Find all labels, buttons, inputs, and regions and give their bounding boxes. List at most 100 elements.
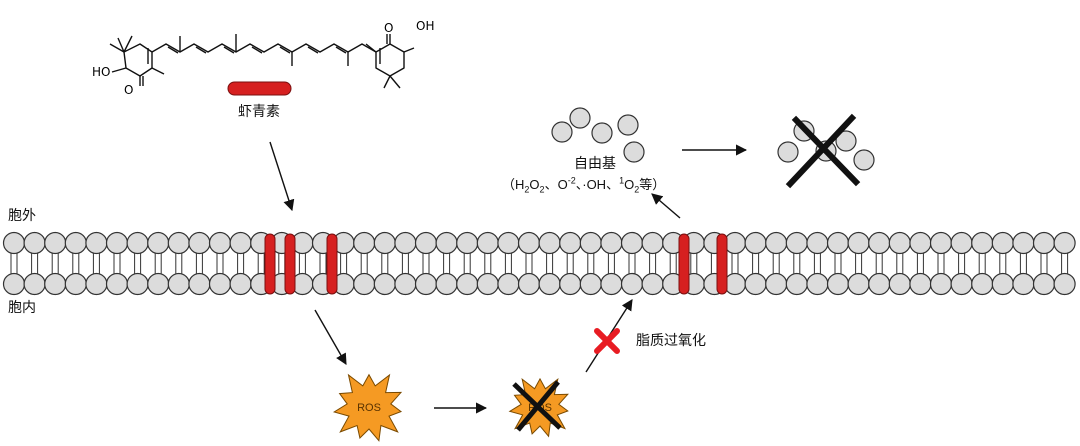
lipid-head xyxy=(1012,231,1035,255)
lipid-head xyxy=(826,231,850,255)
lipid-head xyxy=(394,231,417,255)
lipid-head xyxy=(373,231,396,255)
lipid-head xyxy=(723,231,747,255)
lipid-head xyxy=(208,272,232,296)
embedded-astaxanthin xyxy=(284,233,296,295)
lipid-head xyxy=(785,231,808,255)
lipid-head xyxy=(476,231,499,255)
lipid-head xyxy=(971,231,994,255)
lipid-head xyxy=(600,231,623,255)
lipid-head xyxy=(414,272,438,296)
lipid-head xyxy=(208,231,232,255)
lipid-head xyxy=(579,231,602,255)
lipid-head xyxy=(744,231,767,255)
lipid-head xyxy=(435,231,458,255)
embedded-astaxanthin xyxy=(716,233,728,295)
lipid-head xyxy=(765,272,788,296)
lipid-head xyxy=(456,272,479,296)
lipid-head xyxy=(1053,272,1076,296)
embedded-astaxanthin xyxy=(326,233,338,295)
lipid-head xyxy=(517,231,541,255)
intracellular-label: 胞内 xyxy=(8,300,36,316)
astaxanthin-structure xyxy=(109,34,415,89)
oxygen-right-label: O xyxy=(384,21,393,35)
lipid-head xyxy=(929,231,953,255)
lipid-head xyxy=(538,272,561,296)
lipid-head xyxy=(1012,272,1035,296)
arrow-membrane-to-ros xyxy=(314,309,347,365)
cleared-x-stroke-1 xyxy=(791,115,861,187)
lipid-head xyxy=(826,272,850,296)
arrow-astaxanthin-to-membrane xyxy=(269,141,295,212)
lipid-head xyxy=(744,272,767,296)
embedded-astaxanthin xyxy=(264,233,276,295)
lipid-head xyxy=(229,231,252,255)
lipid-head xyxy=(147,272,170,296)
lipid-head xyxy=(167,272,190,296)
lipid-head xyxy=(641,231,664,255)
lipid-bilayer xyxy=(2,231,1076,296)
lipid-head xyxy=(517,272,541,296)
lipid-head xyxy=(868,272,891,296)
lipid-head xyxy=(765,231,788,255)
lipid-head xyxy=(888,272,911,296)
lipid-head xyxy=(2,272,26,296)
lipid-head xyxy=(950,272,973,296)
free-radical-species: （H2O2、O-2、·OH、1O2等） xyxy=(502,175,666,195)
lipid-head xyxy=(579,272,602,296)
extracellular-label: 胞外 xyxy=(8,208,36,224)
embedded-astaxanthin xyxy=(678,233,690,295)
lipid-head xyxy=(600,272,623,296)
lipid-head xyxy=(105,231,129,255)
lipid-head xyxy=(353,231,376,255)
lipid-head xyxy=(847,231,870,255)
lipid-head xyxy=(394,272,417,296)
lipid-head xyxy=(126,272,149,296)
lipid-head xyxy=(414,231,438,255)
lipid-head xyxy=(85,272,108,296)
lipid-head xyxy=(64,231,87,255)
lipid-head xyxy=(497,231,520,255)
lipid-head xyxy=(373,272,396,296)
lipid-head xyxy=(23,272,46,296)
lipid-head xyxy=(497,272,520,296)
lipid-head xyxy=(435,272,458,296)
lipid-head xyxy=(806,231,829,255)
cleared-x-stroke-2 xyxy=(785,113,857,189)
lipid-head xyxy=(85,231,108,255)
lipid-head xyxy=(147,231,170,255)
free-radical-title: 自由基 xyxy=(574,156,616,172)
ros-label: ROS xyxy=(357,402,381,414)
lipid-head xyxy=(1032,272,1056,296)
lipid-head xyxy=(64,272,87,296)
oxygen-left-label: O xyxy=(124,83,133,97)
arrow-membrane-to-radicals xyxy=(651,193,681,219)
lipid-head xyxy=(126,231,149,255)
cleared-radical-cluster xyxy=(777,113,875,189)
lipid-head xyxy=(1053,231,1076,255)
lipid-head xyxy=(188,272,211,296)
lipid-head xyxy=(105,272,129,296)
lipid-head xyxy=(723,272,747,296)
hydroxyl-right-label: OH xyxy=(416,19,434,33)
astaxanthin-label: 虾青素 xyxy=(238,104,280,120)
lipid-head xyxy=(456,231,479,255)
lipid-head xyxy=(353,272,376,296)
lipid-head xyxy=(785,272,808,296)
lipid-head xyxy=(538,231,561,255)
lipid-head xyxy=(620,272,644,296)
lipid-head xyxy=(167,231,190,255)
lipid-head xyxy=(229,272,252,296)
lipid-head xyxy=(888,231,911,255)
lipid-head xyxy=(909,272,932,296)
lipid-head xyxy=(950,231,973,255)
lipid-peroxidation-label: 脂质过氧化 xyxy=(636,333,706,349)
lipid-head xyxy=(620,231,644,255)
lipid-head xyxy=(929,272,953,296)
embedded-astaxanthin-group xyxy=(264,233,728,295)
lipid-head xyxy=(641,272,664,296)
lipid-head xyxy=(806,272,829,296)
blocked-x-icon xyxy=(594,328,620,354)
lipid-head xyxy=(991,231,1014,255)
